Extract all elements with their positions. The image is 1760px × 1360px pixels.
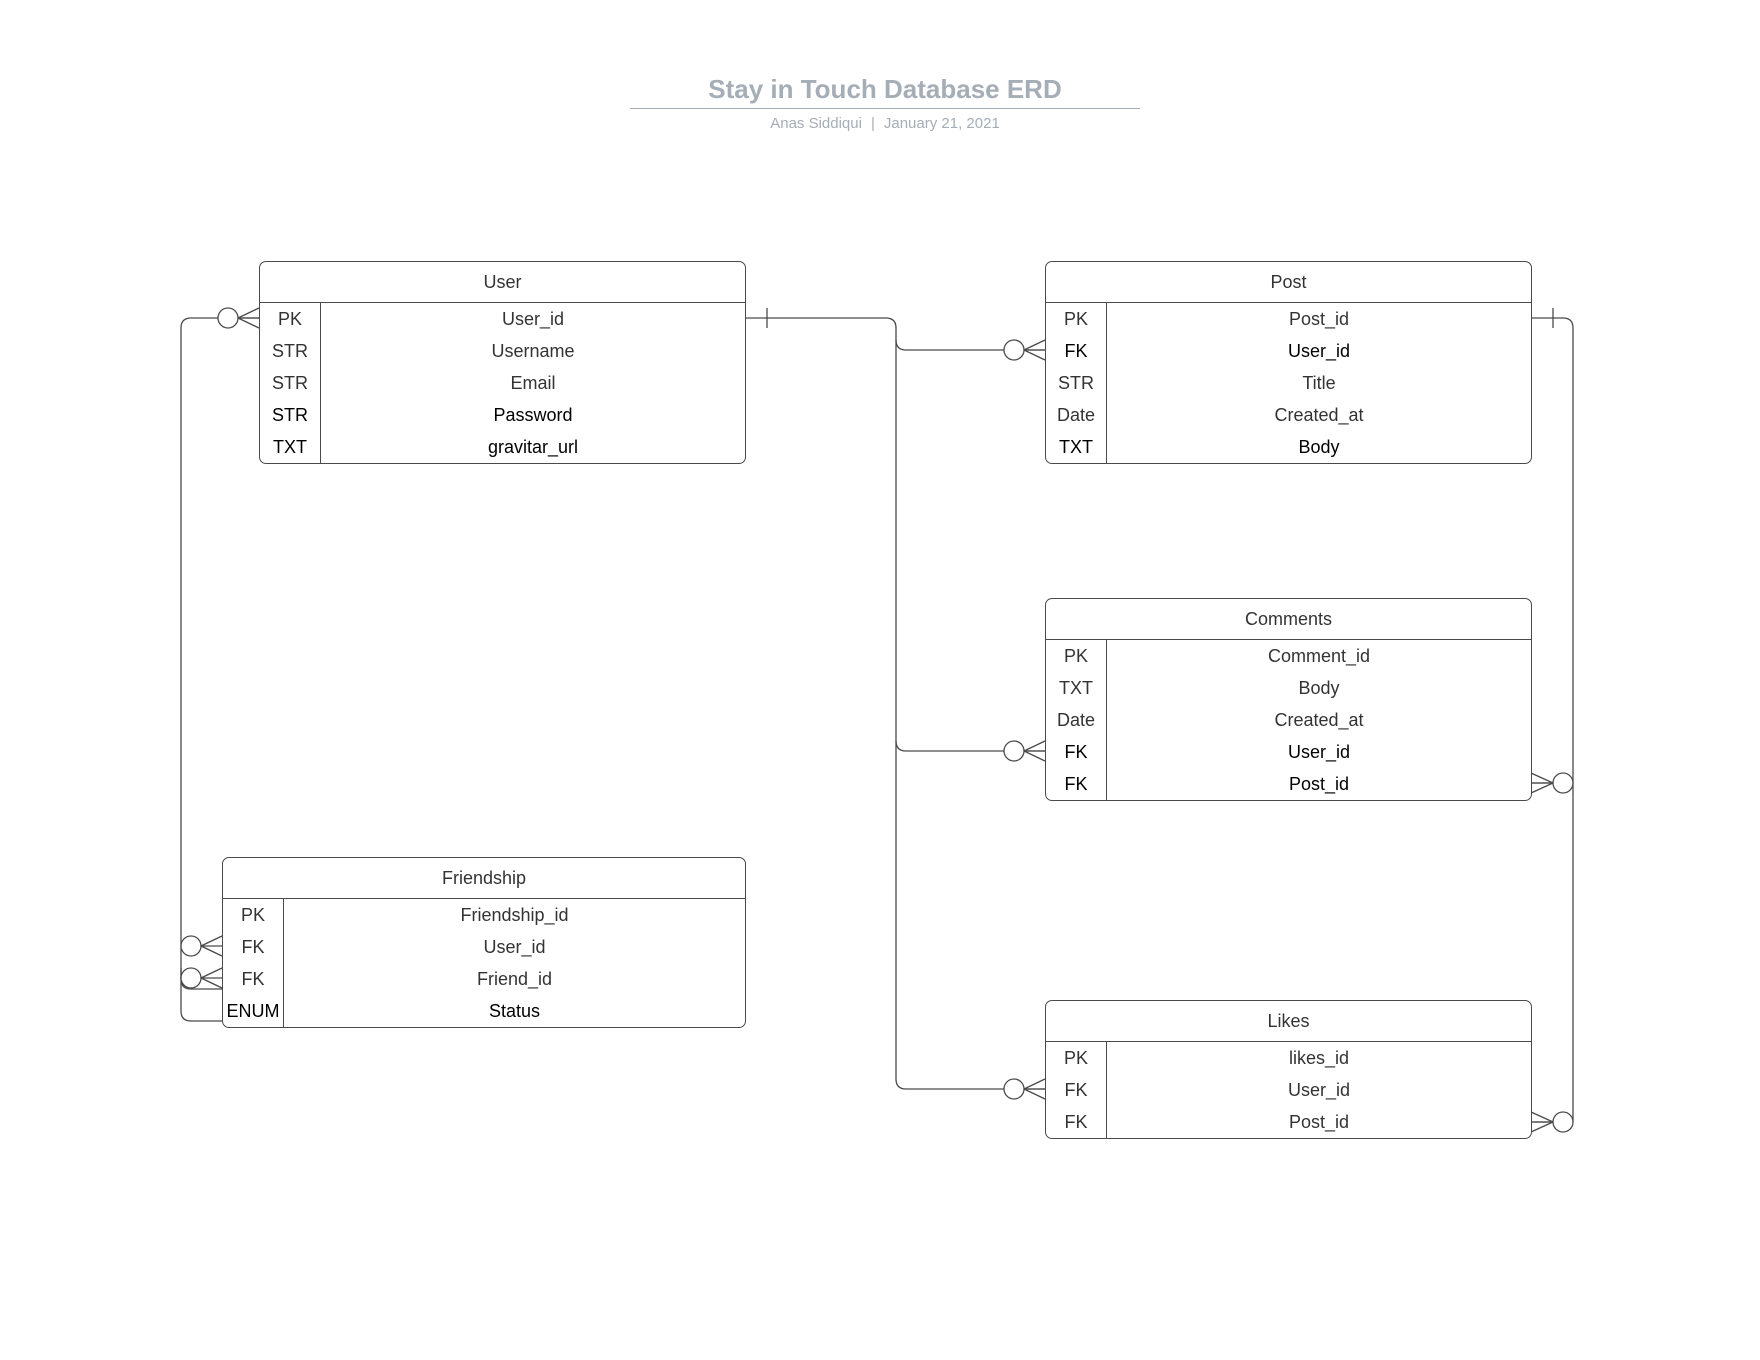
entity-user[interactable]: User PK STR STR STR TXT User_id Username…	[259, 261, 746, 464]
field-name-column: User_id Username Email Password gravitar…	[321, 303, 745, 463]
entity-title: Likes	[1046, 1001, 1531, 1042]
diagram-header: Stay in Touch Database ERD Anas Siddiqui…	[630, 70, 1140, 132]
diagram-subtitle: Anas Siddiqui | January 21, 2021	[630, 115, 1140, 132]
field-type: FK	[1064, 742, 1088, 762]
entity-likes[interactable]: Likes PK FK FK likes_id User_id Post_id	[1045, 1000, 1532, 1139]
field-name-column: likes_id User_id Post_id	[1107, 1042, 1531, 1138]
field-name: gravitar_url	[487, 437, 579, 457]
crowfoot-marker-post-user-id	[1003, 339, 1046, 361]
field-name: Username	[491, 341, 575, 361]
field-name: Friendship_id	[460, 905, 569, 925]
crowfoot-marker-user-pk	[217, 307, 260, 329]
connector-post-comments-likes[interactable]	[1531, 317, 1574, 1122]
field-type: FK	[241, 937, 265, 957]
crowfoot-marker-likes-user-id	[1003, 1078, 1046, 1100]
field-name: Created_at	[1274, 710, 1364, 730]
field-name: Comment_id	[1267, 646, 1371, 666]
field-name: Body	[1298, 678, 1340, 698]
entity-friendship[interactable]: Friendship PK FK FK ENUM Friendship_id U…	[222, 857, 746, 1028]
field-name: Password	[493, 405, 573, 425]
crowfoot-marker-comments-post-id	[1530, 772, 1574, 794]
field-name: Status	[488, 1001, 541, 1021]
entity-title: Post	[1046, 262, 1531, 303]
diagram-date: January 21, 2021	[883, 115, 1000, 132]
field-name-column: Post_id User_id Title Created_at Body	[1107, 303, 1531, 463]
field-type: PK	[240, 905, 265, 925]
entity-comments[interactable]: Comments PK TXT Date FK FK Comment_id Bo…	[1045, 598, 1532, 801]
connector-user-friendship[interactable]	[180, 317, 259, 990]
subtitle-separator: |	[870, 115, 875, 132]
field-name: User_id	[1287, 742, 1351, 762]
field-type-column: PK FK FK ENUM	[223, 899, 284, 1027]
field-name: Post_id	[1288, 774, 1350, 794]
crowfoot-marker-comments-user-id	[1003, 740, 1046, 762]
field-type: STR	[272, 405, 308, 425]
field-name: Email	[510, 373, 556, 393]
field-type: PK	[277, 309, 302, 329]
field-type: STR	[1058, 373, 1094, 393]
field-type: FK	[1064, 1112, 1088, 1132]
connector-user-comments[interactable]	[895, 340, 1045, 752]
field-name: Created_at	[1274, 405, 1364, 425]
field-name: Body	[1298, 437, 1340, 457]
entity-title: Comments	[1046, 599, 1531, 640]
field-type: FK	[1064, 341, 1088, 361]
field-type: STR	[272, 341, 308, 361]
field-type: TXT	[273, 437, 307, 457]
field-name: User_id	[1287, 341, 1351, 361]
entity-title: Friendship	[223, 858, 745, 899]
field-type: STR	[272, 373, 308, 393]
field-type: Date	[1056, 710, 1096, 730]
connector-user-post[interactable]	[745, 317, 1045, 351]
field-name: likes_id	[1288, 1048, 1350, 1068]
field-name: Friend_id	[476, 969, 553, 989]
connector-user-likes[interactable]	[895, 741, 1045, 1090]
entity-post[interactable]: Post PK FK STR Date TXT Post_id User_id …	[1045, 261, 1532, 464]
field-type: PK	[1063, 1048, 1088, 1068]
field-name-column: Friendship_id User_id Friend_id Status	[284, 899, 745, 1027]
field-name: User_id	[483, 937, 546, 957]
field-name: Post_id	[1288, 1112, 1350, 1132]
field-type: FK	[1064, 1080, 1088, 1100]
field-type: PK	[1063, 309, 1088, 329]
author-name: Anas Siddiqui	[770, 115, 862, 132]
field-type-column: PK TXT Date FK FK	[1046, 640, 1107, 800]
crowfoot-marker-likes-post-id	[1530, 1111, 1574, 1133]
field-type: TXT	[1059, 678, 1093, 698]
field-type: TXT	[1059, 437, 1093, 457]
field-type-column: PK FK FK	[1046, 1042, 1107, 1138]
connector-user-friendship-friend[interactable]	[180, 968, 222, 1022]
field-type: FK	[241, 969, 265, 989]
field-type-column: PK FK STR Date TXT	[1046, 303, 1107, 463]
crowfoot-marker-friendship-friend-id	[180, 967, 223, 989]
crowfoot-marker-friendship-user-id	[180, 935, 223, 957]
field-type-column: PK STR STR STR TXT	[260, 303, 321, 463]
field-type: FK	[1064, 774, 1088, 794]
field-type: ENUM	[226, 1001, 280, 1021]
field-name: Post_id	[1288, 309, 1350, 329]
field-type: PK	[1063, 646, 1088, 666]
field-name: User_id	[501, 309, 565, 329]
field-name-column: Comment_id Body Created_at User_id Post_…	[1107, 640, 1531, 800]
field-type: Date	[1056, 405, 1096, 425]
diagram-title: Stay in Touch Database ERD	[708, 74, 1062, 104]
entity-title: User	[260, 262, 745, 303]
field-name: User_id	[1287, 1080, 1351, 1100]
field-name: Title	[1302, 373, 1336, 393]
title-underline	[630, 108, 1140, 109]
